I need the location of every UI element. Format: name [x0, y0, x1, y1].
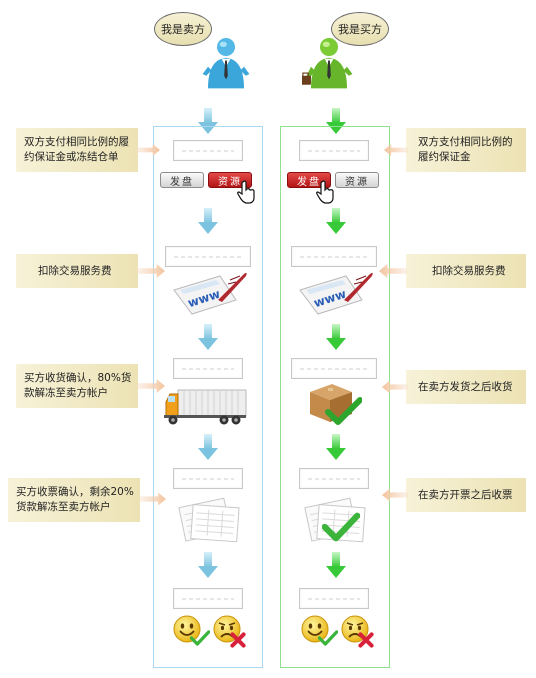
seller-ziyuan-label: 资源	[218, 176, 242, 188]
buyer-note-4-text: 在卖方开票之后收票	[418, 488, 513, 501]
buyer-step-2-box	[291, 246, 377, 267]
buyer-ziyuan-label: 资源	[345, 176, 369, 188]
buyer-bubble-text: 我是买方	[338, 23, 382, 36]
buyer-note-3: 在卖方发货之后收货	[406, 370, 526, 404]
seller-step-1-box	[173, 140, 243, 161]
buyer-column	[280, 126, 390, 668]
note-arrow-icon	[136, 143, 160, 157]
note-arrow-icon	[384, 143, 408, 157]
seller-fapan-button[interactable]: 发盘	[160, 172, 204, 188]
seller-speech-bubble: 我是卖方	[154, 12, 212, 46]
note-arrow-icon	[382, 488, 408, 502]
seller-fapan-label: 发盘	[170, 176, 194, 188]
cross-icon	[230, 632, 246, 648]
seller-column	[153, 126, 263, 668]
buyer-flow-arrow	[326, 434, 346, 460]
buyer-note-3-text: 在卖方发货之后收货	[418, 380, 513, 393]
seller-step-2-box	[165, 246, 251, 267]
seller-flow-arrow	[198, 324, 218, 350]
buyer-step-3-box	[291, 358, 377, 379]
seller-note-1: 双方支付相同比例的履约保证金或冻结仓单	[16, 128, 138, 172]
buyer-speech-bubble: 我是买方	[331, 12, 389, 46]
buyer-fapan-label: 发盘	[297, 176, 321, 188]
seller-step-5-box	[173, 588, 243, 609]
buyer-note-4: 在卖方开票之后收票	[406, 478, 526, 512]
www-document-quill-icon	[296, 270, 376, 316]
seller-note-3: 买方收货确认，80%货款解冻至卖方帐户	[16, 364, 138, 408]
note-arrow-icon	[140, 492, 166, 506]
buyer-note-1-text: 双方支付相同比例的履约保证金	[418, 136, 513, 163]
invoice-papers-icon	[172, 496, 244, 544]
buyer-ziyuan-button[interactable]: 资源	[335, 172, 379, 188]
seller-bubble-text: 我是卖方	[161, 23, 205, 36]
seller-note-2: 扣除交易服务费	[16, 254, 138, 288]
buyer-step-1-box	[299, 140, 369, 161]
seller-note-3-text: 买方收货确认，80%货款解冻至卖方帐户	[24, 372, 132, 399]
note-arrow-icon	[382, 380, 408, 394]
seller-ziyuan-button[interactable]: 资源	[208, 172, 252, 188]
note-arrow-icon	[378, 264, 408, 278]
hand-cursor-icon	[237, 180, 257, 204]
seller-note-2-text: 扣除交易服务费	[38, 264, 112, 277]
check-icon	[322, 512, 360, 542]
seller-note-4: 买方收票确认，剩余20%货款解冻至卖方帐户	[8, 478, 140, 522]
buyer-step-4-box	[299, 468, 369, 489]
buyer-flow-arrow	[326, 324, 346, 350]
check-icon	[318, 630, 338, 646]
seller-flow-arrow	[198, 208, 218, 234]
buyer-note-2: 扣除交易服务费	[406, 254, 526, 288]
seller-note-1-text: 双方支付相同比例的履约保证金或冻结仓单	[24, 136, 129, 163]
seller-step-3-box	[173, 358, 243, 379]
note-arrow-icon	[136, 264, 166, 278]
buyer-flow-arrow	[326, 208, 346, 234]
seller-flow-arrow	[198, 552, 218, 578]
truck-icon	[164, 386, 248, 426]
buyer-note-1: 双方支付相同比例的履约保证金	[406, 128, 526, 172]
seller-step-4-box	[173, 468, 243, 489]
seller-flow-arrow	[198, 434, 218, 460]
businessman-green-icon	[302, 34, 356, 96]
buyer-flow-arrow	[326, 552, 346, 578]
cross-icon	[358, 632, 374, 648]
buyer-step-5-box	[299, 588, 369, 609]
buyer-fapan-button[interactable]: 发盘	[287, 172, 331, 188]
seller-note-4-text: 买方收票确认，剩余20%货款解冻至卖方帐户	[16, 486, 134, 513]
box-check-icon	[306, 380, 362, 426]
note-arrow-icon	[136, 379, 166, 393]
buyer-note-2-text: 扣除交易服务费	[432, 264, 506, 277]
hand-cursor-icon	[316, 180, 336, 204]
www-document-quill-icon	[170, 270, 250, 316]
businessman-blue-icon	[199, 34, 253, 96]
check-icon	[190, 630, 210, 646]
